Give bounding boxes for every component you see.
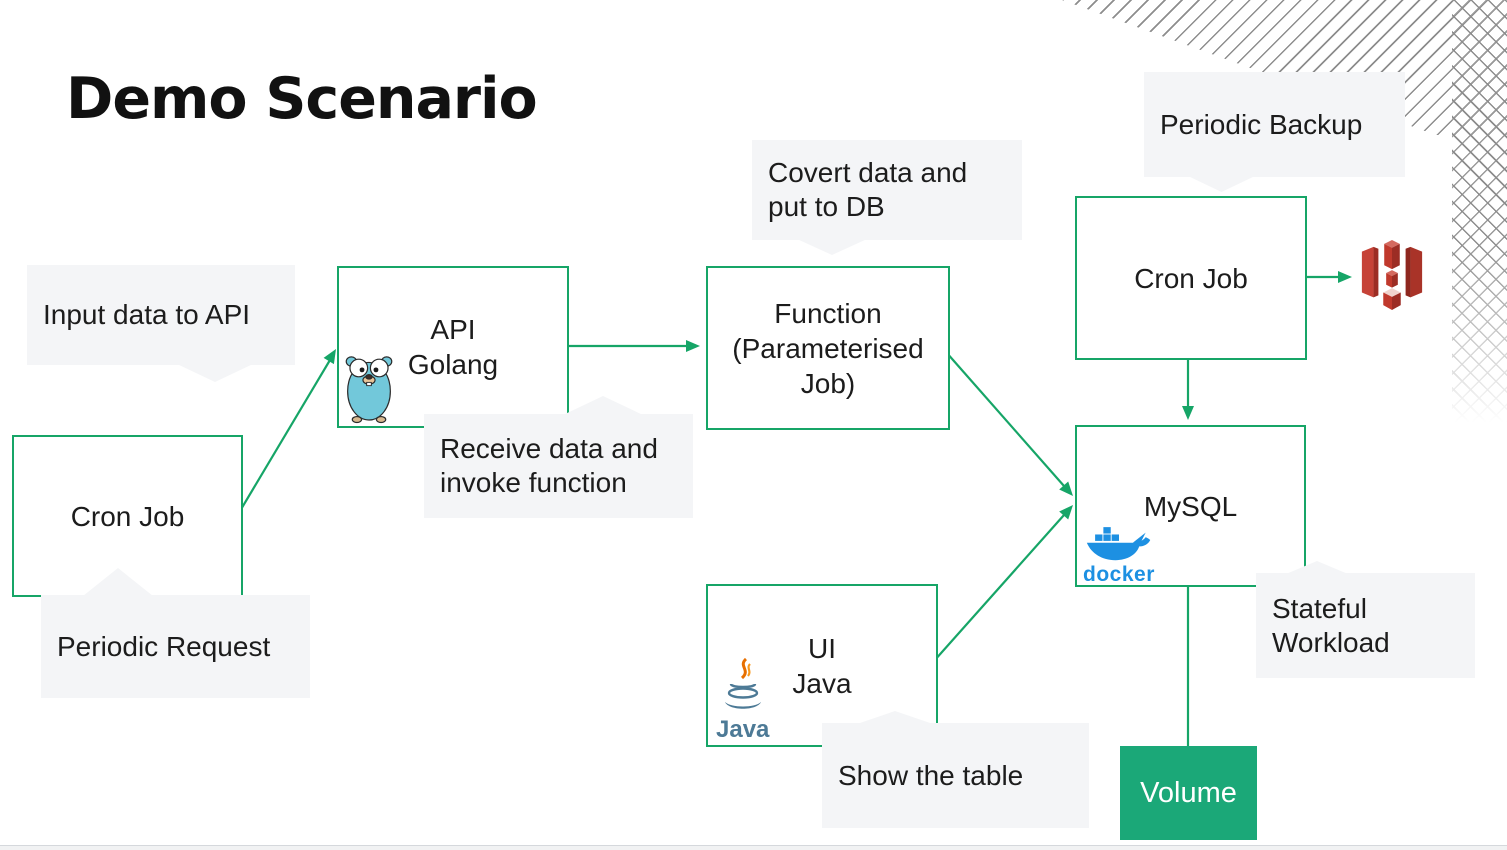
callout-input-data-to-api: Input data to API <box>27 265 295 382</box>
callout-covert-data: Covert data and put to DB <box>752 140 1022 255</box>
node-cron-job-left: Cron Job <box>12 435 243 597</box>
callout-periodic-backup: Periodic Backup <box>1144 72 1405 192</box>
node-label: API Golang <box>407 314 499 380</box>
node-label: MySQL <box>1143 490 1238 522</box>
arrow-api-to-function <box>565 340 700 352</box>
node-function: Function (Parameterised Job) <box>706 266 950 430</box>
callout-periodic-request: Periodic Request <box>41 568 310 698</box>
node-cron-job-right: Cron Job <box>1075 196 1307 360</box>
go-gopher-icon <box>343 351 395 424</box>
node-label: Cron Job <box>70 500 185 532</box>
page-title: Demo Scenario <box>66 66 538 132</box>
arrow-cron-to-mysql <box>1182 356 1194 420</box>
java-coffee-icon <box>720 657 766 725</box>
node-mysql: MySQL docker <box>1075 425 1306 587</box>
arrow-cron-to-api <box>239 349 336 512</box>
node-api-golang: API Golang <box>337 266 569 428</box>
docker-logo: docker <box>1083 526 1155 585</box>
java-logo: Java <box>716 657 770 743</box>
java-wordmark: Java <box>716 716 770 743</box>
node-label: Cron Job <box>1134 262 1248 294</box>
docker-whale-icon <box>1085 527 1153 571</box>
arrow-function-to-mysql <box>945 351 1073 496</box>
callout-stateful-workload: Stateful Workload <box>1256 561 1475 678</box>
callout-show-the-table: Show the table <box>822 711 1089 828</box>
arrow-ui-to-mysql <box>933 505 1073 662</box>
docker-wordmark: docker <box>1083 563 1155 586</box>
aws-s3-bucket-icon <box>1358 236 1426 314</box>
node-label: Function (Parameterised Job) <box>732 297 924 399</box>
arrow-cron-to-s3 <box>1303 271 1352 283</box>
bottom-divider <box>0 845 1507 850</box>
node-label: UI Java <box>792 632 852 699</box>
node-volume: Volume <box>1120 746 1257 840</box>
callout-receive-data: Receive data and invoke function <box>424 396 693 518</box>
node-label: Volume <box>1140 776 1237 809</box>
